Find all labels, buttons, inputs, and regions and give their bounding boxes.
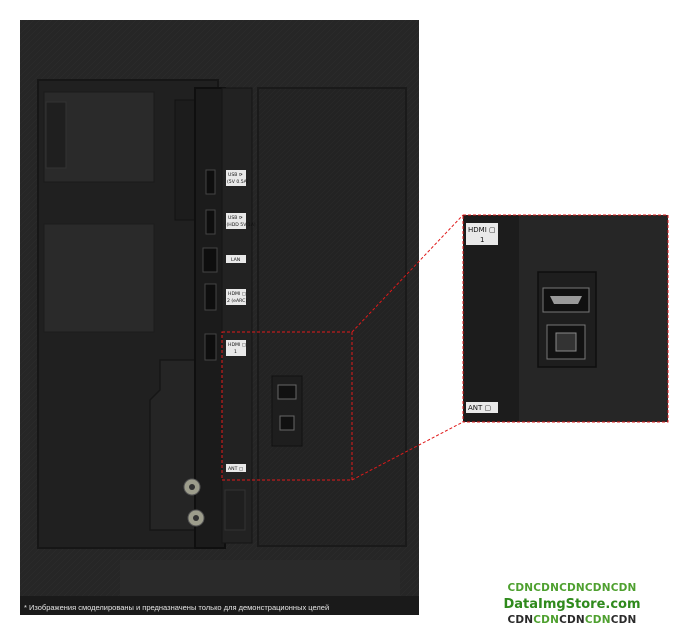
watermark-bottom: CDNCDNCDNCDNCDN (507, 614, 637, 626)
zoom-label-hdmi1: HDMI ▢ (468, 226, 496, 234)
usb-port-2 (205, 209, 216, 235)
label-usb-5v: USB ⟳ (228, 172, 243, 178)
svg-text:1: 1 (480, 236, 484, 244)
usb-port-1 (205, 169, 216, 195)
lan-port (202, 247, 218, 273)
disclaimer-text: * Изображения смоделированы и предназнач… (24, 603, 330, 612)
label-lan: LAN (231, 257, 240, 263)
watermark-top: CDNCDNCDNCDNCDN (507, 582, 637, 594)
raised-panel (257, 87, 407, 547)
callout-line-top (351, 214, 464, 333)
zoom-label-ant: ANT ▢ (468, 404, 491, 412)
callout-line-bottom (351, 421, 464, 481)
svg-text:(HDD 5V 1A): (HDD 5V 1A) (227, 222, 256, 228)
label-hdmi2: HDMI ▢ (228, 291, 246, 297)
label-ant: ANT ▢ (228, 466, 243, 472)
port-labels: USB ⟳ (5V 0.5A) USB ⟳ (HDD 5V 1A) LAN HD… (226, 170, 256, 472)
panel-hdmi-port (277, 384, 297, 400)
watermark-site: DataImgStore.com (503, 597, 641, 612)
callout-source-box (221, 331, 353, 481)
svg-text:2 (eARC): 2 (eARC) (227, 298, 247, 304)
recessed-area (37, 79, 219, 549)
label-hdmi1: HDMI ▢ (228, 342, 246, 348)
svg-text:(5V 0.5A): (5V 0.5A) (227, 179, 249, 185)
port-strip (194, 87, 226, 549)
svg-text:1: 1 (234, 349, 237, 355)
hdmi-port-1 (204, 333, 217, 361)
panel-optical-port (279, 415, 295, 431)
hdmi-port-2 (204, 283, 217, 311)
label-usb-hdd: USB ⟳ (228, 215, 243, 221)
zoom-inset: HDMI ▢ 1 ANT ▢ (462, 214, 669, 423)
